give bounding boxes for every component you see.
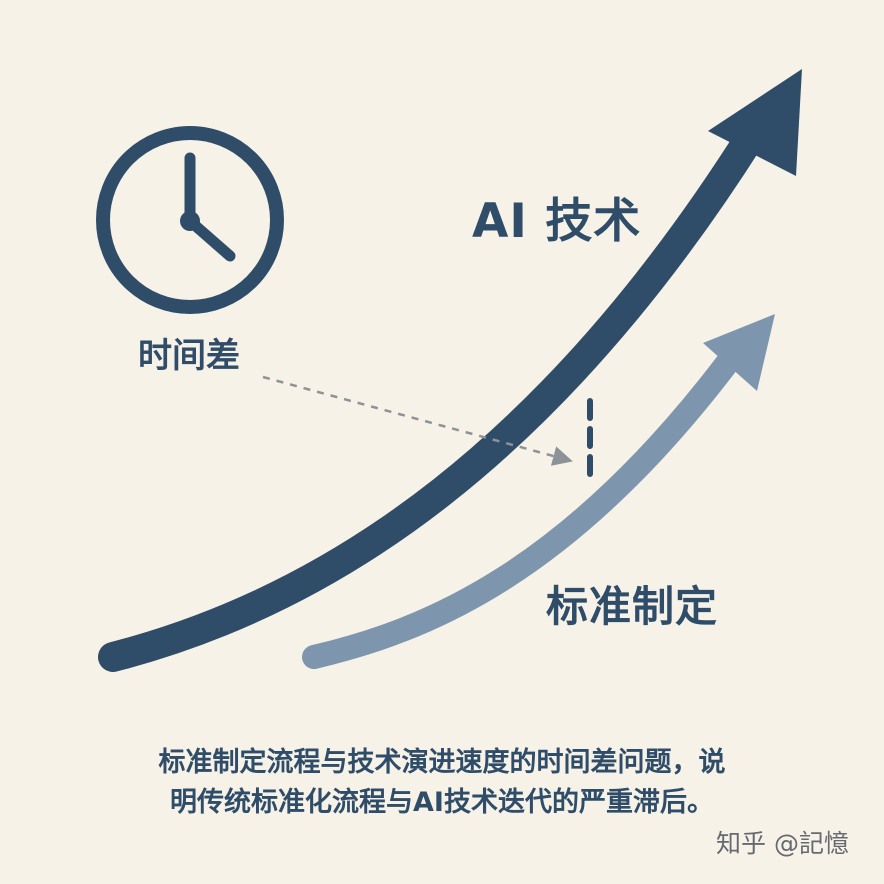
diagram-caption: 标准制定流程与技术演进速度的时间差问题，说 明传统标准化流程与AI技术迭代的严重…	[60, 743, 824, 823]
time-gap-label: 时间差	[138, 336, 240, 376]
caption-line-1: 标准制定流程与技术演进速度的时间差问题，说	[158, 747, 726, 778]
clock-icon	[96, 126, 284, 314]
ai-progress-arrow	[98, 69, 802, 672]
source-watermark: 知乎 @記憶	[716, 829, 849, 858]
caption-line-2: 明传统标准化流程与AI技术迭代的严重滞后。	[170, 787, 714, 818]
time-gap-connector	[262, 375, 573, 466]
ai-technology-label: AI 技术	[472, 194, 642, 249]
standard-setting-label: 标准制定	[546, 582, 719, 631]
standard-progress-arrow	[302, 314, 775, 669]
